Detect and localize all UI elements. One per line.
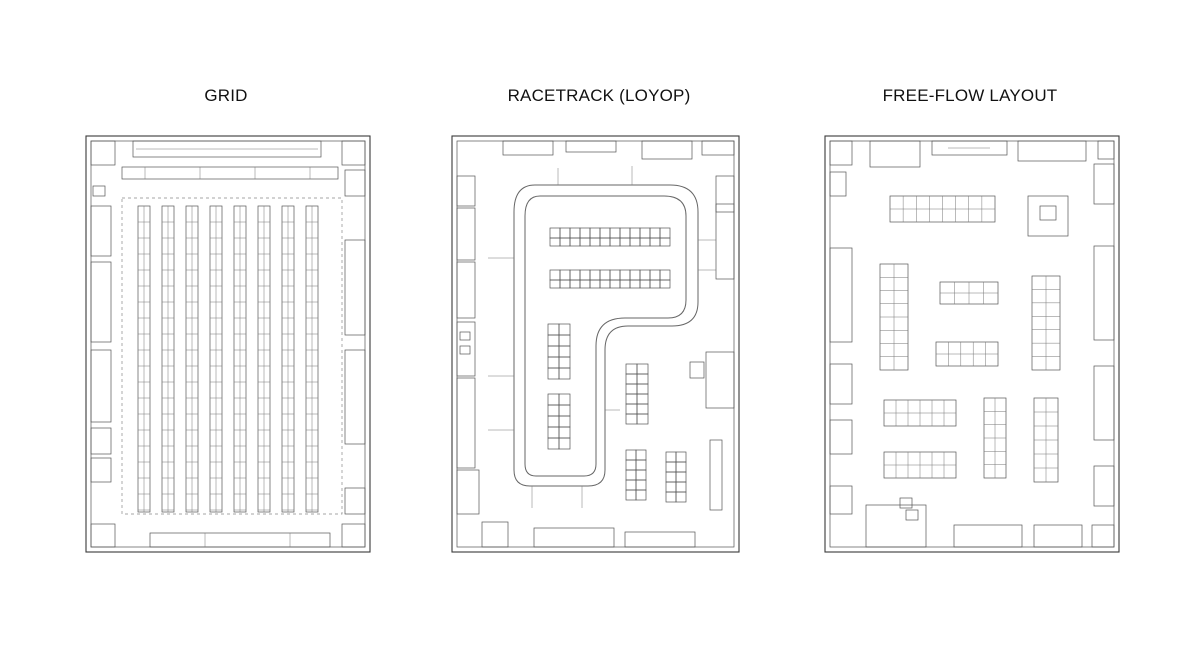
grid-floor-plan [85, 135, 371, 553]
racetrack-floor-plan [451, 135, 740, 553]
grid-title: GRID [204, 86, 248, 105]
racetrack-title: RACETRACK (LOYOP) [507, 86, 691, 105]
freeflow-floor-plan [824, 135, 1120, 553]
freeflow-title: FREE-FLOW LAYOUT [882, 86, 1058, 105]
